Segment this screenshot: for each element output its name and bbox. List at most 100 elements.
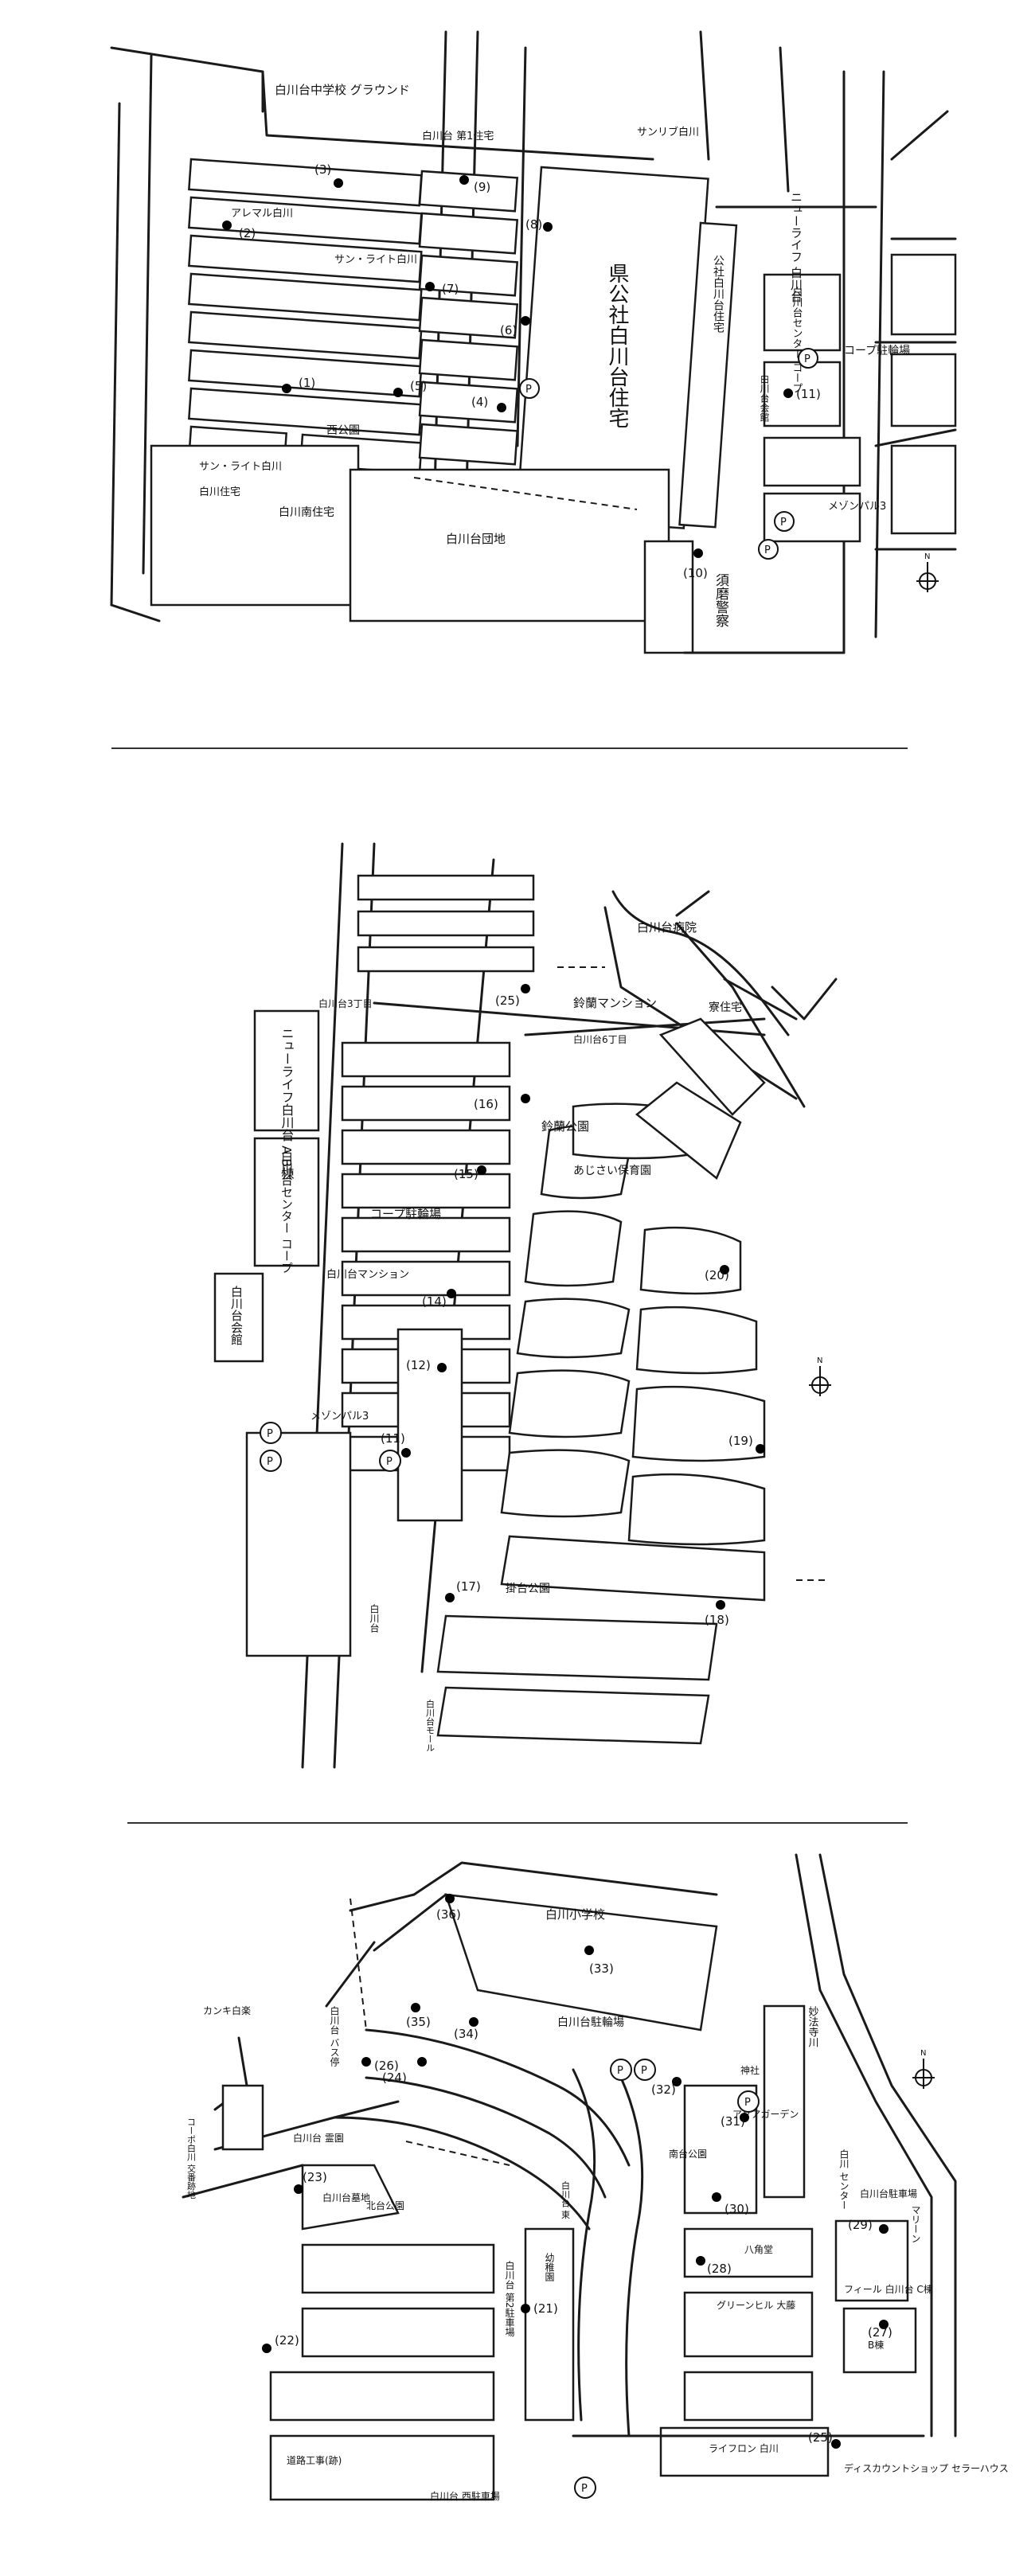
point-marker[interactable]: (36): [436, 1894, 461, 1922]
point-marker[interactable]: (16): [474, 1094, 530, 1111]
parking-icon: P: [260, 1450, 282, 1472]
label-dorm: 寮住宅: [709, 1001, 742, 1014]
label-station: 白川台 西駐車場: [430, 2490, 500, 2502]
parking-icon: P: [260, 1422, 282, 1444]
svg-text:(24): (24): [382, 2071, 407, 2085]
label-garden: マリーン: [910, 2205, 921, 2243]
label-road-b: 白川台6丁目: [573, 1033, 627, 1045]
point-marker[interactable]: (12): [406, 1358, 447, 1372]
point-marker[interactable]: (29): [848, 2218, 889, 2234]
point-marker[interactable]: (32): [651, 2077, 682, 2097]
label-coop-bikes: コープ駐輪場: [844, 344, 910, 357]
svg-text:P: P: [641, 2065, 647, 2077]
svg-text:P: P: [581, 2483, 588, 2495]
svg-text:P: P: [744, 2097, 751, 2109]
label-mezon: メゾンパル3: [828, 501, 886, 513]
point-marker[interactable]: (31): [721, 2113, 749, 2129]
label-mezon-2: メゾンパル3: [310, 1411, 369, 1423]
svg-text:(27): (27): [868, 2325, 892, 2340]
label-shrine: 神社: [740, 2064, 760, 2076]
label-new-life: ニューライフ 白川台: [789, 191, 803, 302]
svg-text:P: P: [617, 2065, 623, 2077]
parking-icon: P: [574, 2476, 596, 2499]
point-marker[interactable]: (11): [783, 387, 821, 401]
label-kanki: カンキ白楽: [203, 2004, 251, 2016]
svg-text:(15): (15): [454, 1167, 478, 1181]
point-marker[interactable]: (5): [393, 379, 427, 397]
point-marker[interactable]: (27): [868, 2320, 892, 2340]
svg-text:N: N: [920, 2049, 926, 2058]
point-marker[interactable]: (2): [222, 221, 256, 240]
svg-text:P: P: [525, 384, 532, 396]
point-marker[interactable]: (24): [382, 2057, 427, 2085]
point-marker[interactable]: (33): [584, 1946, 614, 1976]
point-marker[interactable]: (15): [454, 1165, 486, 1181]
label-kaikan: 白川台会館: [759, 373, 770, 422]
svg-text:(5): (5): [410, 379, 427, 393]
point-marker[interactable]: (34): [454, 2017, 478, 2041]
point-marker[interactable]: (1): [282, 376, 315, 393]
block-east-row-3: [890, 444, 957, 535]
block-south-estate: [150, 444, 360, 607]
block-kaikan: [763, 361, 842, 427]
svg-text:N: N: [924, 552, 930, 561]
point-marker[interactable]: (6): [500, 316, 530, 338]
point-marker[interactable]: (9): [459, 175, 490, 194]
svg-text:(25): (25): [808, 2430, 833, 2445]
block-mezon: [763, 436, 861, 487]
compass-icon: N: [809, 1356, 831, 1396]
point-marker[interactable]: (28): [696, 2256, 732, 2276]
svg-text:(9): (9): [474, 180, 490, 194]
label-left-tag: コーポ白川 交番跡地: [186, 2117, 197, 2199]
compass-icon: N: [916, 552, 939, 592]
label-bikes-lot: 白川台駐輪場: [557, 2016, 624, 2029]
label-coop-center: 白川台センター コープ: [791, 286, 803, 393]
label-sunsmall: サンリブ白川: [637, 126, 699, 139]
point-marker[interactable]: (25): [808, 2430, 841, 2449]
point-marker[interactable]: (22): [262, 2333, 299, 2353]
label-newlife: ニューライフ白川台 A B棟: [279, 1027, 295, 1180]
point-marker[interactable]: (10): [683, 548, 708, 580]
parking-icon: P: [758, 539, 779, 560]
svg-text:(16): (16): [474, 1097, 498, 1111]
label-kakedai-park: 掛台公園: [506, 1583, 550, 1595]
point-marker[interactable]: (35): [406, 2003, 431, 2029]
point-marker[interactable]: (26): [361, 2057, 399, 2073]
map-panel-2: 白川台病院 寮住宅 鈴蘭マンション 鈴蘭公園 あじさい保育園 ニューライフ白川台…: [213, 842, 838, 1769]
parking-icon: P: [737, 2090, 760, 2113]
label-police: 須磨警察: [713, 573, 729, 627]
point-marker[interactable]: (7): [425, 282, 459, 296]
block-grid-west-2: [341, 874, 535, 1472]
point-marker[interactable]: (17): [445, 1579, 481, 1602]
svg-text:(29): (29): [848, 2218, 873, 2232]
map-panel-1: 県公社白川台住宅 公社白川台住宅 白川台中学校 グラウンド 白川台 第1住宅 サ…: [110, 30, 957, 654]
svg-text:(1): (1): [299, 376, 315, 390]
label-east: ディスカウントショップ セラーハウス: [844, 2462, 1009, 2474]
svg-text:(6): (6): [500, 323, 517, 338]
point-marker[interactable]: (20): [705, 1265, 729, 1282]
svg-text:(25): (25): [495, 993, 520, 1008]
label-street: ライフロン 白川: [709, 2442, 779, 2454]
point-marker[interactable]: (25): [495, 984, 530, 1008]
svg-text:(8): (8): [525, 217, 542, 232]
point-marker[interactable]: (21): [521, 2301, 558, 2316]
svg-text:P: P: [267, 1428, 273, 1440]
point-marker[interactable]: (18): [705, 1600, 729, 1627]
point-marker[interactable]: (4): [471, 395, 506, 412]
svg-text:(31): (31): [721, 2114, 745, 2129]
point-marker[interactable]: (23): [294, 2170, 327, 2194]
label-mansion: 白川台マンション: [326, 1268, 409, 1281]
label-school-ground: 白川台中学校 グラウンド: [275, 83, 410, 97]
point-marker[interactable]: (3): [314, 162, 343, 188]
point-marker[interactable]: (14): [422, 1289, 456, 1309]
label-suzukake-apt: 鈴蘭マンション: [573, 996, 657, 1010]
label-kaikan-2: 白川台会館: [229, 1286, 244, 1345]
point-marker[interactable]: (8): [525, 217, 553, 232]
map-panel-3: 白川小学校 白川台駐輪場 カンキ白楽 白川台 バス停 白川台 霊園 白川台墓地 …: [182, 1853, 1009, 2502]
point-marker[interactable]: (19): [728, 1434, 765, 1454]
svg-text:(32): (32): [651, 2082, 676, 2097]
svg-text:(26): (26): [374, 2059, 399, 2073]
point-marker[interactable]: (30): [712, 2192, 749, 2216]
point-marker[interactable]: (11): [381, 1431, 411, 1458]
